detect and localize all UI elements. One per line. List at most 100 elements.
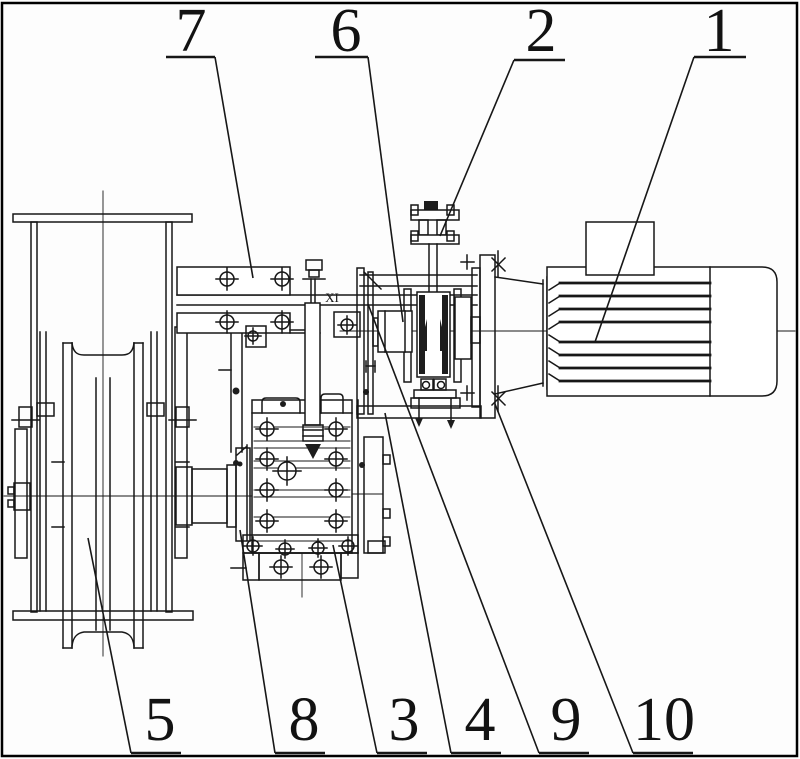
frame-left-post	[30, 221, 38, 613]
rope-groove-bottom	[71, 631, 135, 647]
drawing-line	[242, 552, 260, 581]
drawing-line	[7, 486, 15, 495]
right-pedestal	[174, 326, 188, 559]
left-pedestal	[14, 428, 28, 559]
sheave-wheel	[62, 342, 144, 649]
part-number-3: 3	[389, 686, 420, 754]
gearbox-bolts	[255, 417, 348, 533]
callout-leader-8	[239, 529, 276, 754]
support-arm	[230, 333, 243, 466]
motor-fins	[558, 281, 712, 383]
bracket-bolts	[215, 267, 294, 345]
drawing-line	[421, 380, 431, 390]
drawing-line	[547, 333, 562, 344]
pointer-arrow	[305, 444, 321, 459]
drawing-line	[494, 276, 544, 285]
drawing-line	[547, 372, 562, 383]
callout-leader-5	[87, 537, 132, 754]
drawing-line	[308, 269, 320, 278]
brake-base	[410, 397, 461, 409]
part-number-10: 10	[633, 686, 695, 754]
motor-fin-tips	[547, 281, 562, 383]
terminal-box	[585, 221, 655, 276]
screw-nut	[302, 424, 324, 442]
drawing-line	[304, 302, 321, 426]
callout-leader-6	[367, 56, 404, 323]
adjusting-screw	[302, 259, 326, 459]
callout-leader-4	[384, 412, 452, 754]
brake-unit	[372, 201, 481, 429]
motor-flange	[460, 250, 548, 419]
gearbox-foot-bolts	[243, 536, 358, 579]
drawing-line	[440, 319, 448, 351]
drawing-line	[547, 294, 562, 305]
part-number-2: 2	[526, 0, 557, 65]
drawing-line	[547, 320, 562, 331]
drawing-line	[36, 402, 55, 417]
gearbox	[230, 311, 391, 581]
drawing-line	[7, 499, 15, 508]
gearbox-top-hump	[261, 397, 301, 414]
screw-head	[305, 259, 323, 271]
drawing-line	[446, 204, 455, 216]
drawing-line	[333, 311, 361, 338]
drawing-line	[340, 552, 359, 579]
drawing-line	[419, 319, 427, 351]
drawing-line	[547, 359, 562, 370]
drawing-line	[367, 540, 386, 554]
drawing-line	[447, 420, 455, 429]
drawing-line	[146, 402, 165, 417]
gearbox-side-flange	[363, 436, 384, 554]
brake-pad	[442, 295, 448, 374]
connection-plate	[356, 267, 365, 415]
callout-leader-1	[594, 56, 695, 343]
part-number-8: 8	[289, 686, 320, 754]
brake-pad	[419, 295, 425, 374]
drawing-line	[382, 454, 391, 465]
callout-leader-10	[494, 403, 634, 754]
callout-leader-2	[439, 59, 515, 237]
motor	[546, 221, 778, 397]
brake-top-bolt	[424, 201, 438, 210]
drawing-line	[362, 270, 383, 291]
drum-shaft	[175, 445, 251, 542]
part-number-1: 1	[704, 0, 735, 65]
drawing-line	[413, 389, 457, 399]
part-number-7: 7	[176, 0, 207, 65]
flange-bolt-marks	[460, 250, 507, 412]
drawing-line	[233, 460, 239, 466]
left-bearing-block	[13, 482, 31, 511]
part-number-6: 6	[331, 0, 362, 65]
section-mark: XI	[325, 290, 339, 305]
mounting-bracket	[176, 266, 478, 348]
drawing-line	[410, 204, 419, 216]
drawing-line	[415, 418, 423, 427]
section-annotations: XI	[325, 290, 339, 305]
drawing-line	[359, 462, 365, 468]
rope-groove-top	[71, 342, 135, 356]
drawing-line	[280, 401, 286, 407]
drawing-line	[494, 382, 544, 395]
drawing-line	[232, 387, 240, 395]
centerlines	[3, 190, 796, 657]
frame-right-post	[165, 221, 173, 613]
drawing-line	[382, 508, 391, 519]
frame-top-plate	[12, 213, 193, 223]
drawing-line	[175, 406, 190, 428]
motor-body	[546, 266, 778, 397]
drawing-line	[547, 346, 562, 357]
output-coupling	[454, 296, 472, 360]
drawing-line	[547, 281, 562, 292]
drawing-line	[418, 219, 429, 236]
drawing-line	[18, 406, 33, 428]
callout-leader-9	[367, 303, 540, 754]
drawing-line	[547, 307, 562, 318]
flange-plate	[479, 254, 496, 419]
drawing-line	[436, 380, 446, 390]
drawing-line	[446, 230, 455, 242]
drawing-line	[410, 230, 419, 242]
part-number-9: 9	[551, 686, 582, 754]
